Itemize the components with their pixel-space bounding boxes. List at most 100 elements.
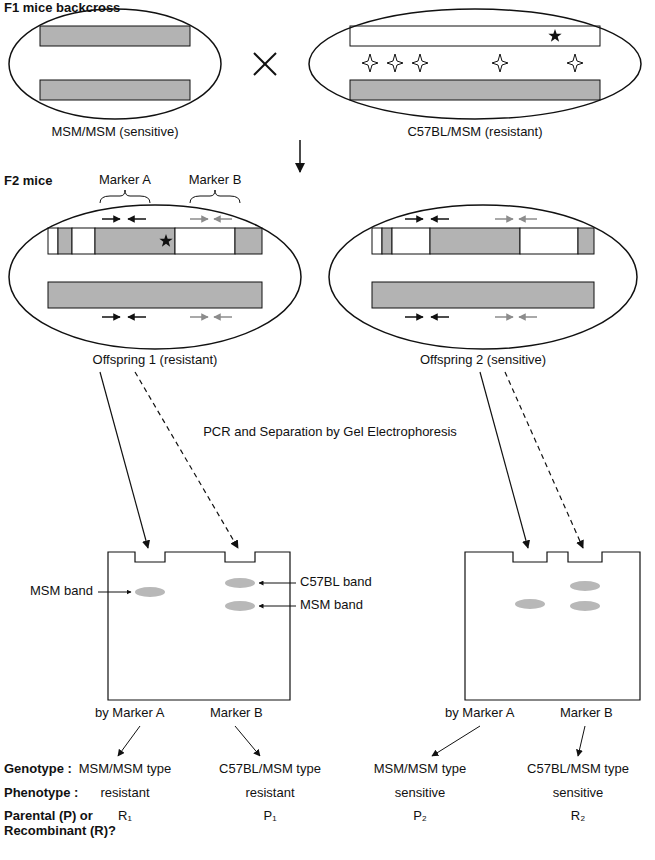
cell-outline xyxy=(328,204,638,350)
primer xyxy=(495,316,513,318)
segment xyxy=(372,228,382,254)
band xyxy=(135,587,165,597)
cross-sign xyxy=(254,53,276,75)
lane-label: Marker B xyxy=(560,706,613,721)
primer xyxy=(214,316,232,318)
cell-ellipse xyxy=(9,205,301,349)
row-heading: Parental (P) or Recombinant (R)? xyxy=(4,809,122,839)
lane-label: by Marker A xyxy=(445,706,514,721)
segment xyxy=(382,228,392,254)
crossover-symbol xyxy=(412,54,428,72)
brace xyxy=(190,190,240,203)
cell-ellipse xyxy=(9,9,221,119)
primer xyxy=(519,316,537,318)
band xyxy=(570,581,600,591)
segment xyxy=(58,228,72,254)
row-heading: Genotype : xyxy=(4,762,72,777)
genotype-cell: C57BL/MSM type xyxy=(527,762,629,777)
band xyxy=(225,601,255,611)
primer xyxy=(214,218,232,220)
band-label: MSM band xyxy=(300,598,363,613)
chromosome xyxy=(372,282,594,308)
primer xyxy=(405,316,423,318)
cell-caption: MSM/MSM (sensitive) xyxy=(51,125,178,140)
band xyxy=(225,578,255,588)
cell-caption: Offspring 2 (sensitive) xyxy=(420,353,546,368)
primer xyxy=(495,218,513,220)
band xyxy=(570,601,600,611)
primer xyxy=(431,218,449,220)
primer xyxy=(102,218,120,220)
chromosome xyxy=(350,26,600,46)
primer xyxy=(102,316,120,318)
segment xyxy=(48,228,58,254)
gel xyxy=(108,552,290,700)
chromosome-cell: MSM/MSM (sensitive) xyxy=(8,8,222,120)
segment xyxy=(578,228,594,254)
cross-sign xyxy=(254,53,276,75)
arrow xyxy=(100,372,148,548)
arrow xyxy=(432,726,480,756)
step-label: PCR and Separation by Gel Electrophoresi… xyxy=(200,425,460,440)
cell-outline xyxy=(8,8,222,120)
chromosome xyxy=(40,26,190,46)
band-label: C57BL band xyxy=(300,575,372,590)
segment xyxy=(235,228,262,254)
arrow xyxy=(299,140,301,172)
cell-ellipse xyxy=(309,9,641,119)
primer xyxy=(128,316,146,318)
crossover-symbol xyxy=(567,54,583,72)
segment xyxy=(520,228,578,254)
arrow xyxy=(118,726,140,756)
marker-label: Marker A xyxy=(99,173,151,188)
section-heading: F2 mice xyxy=(4,174,52,189)
chromosome-cell: Offspring 1 (resistant) xyxy=(8,204,302,350)
leader-arrow xyxy=(259,583,296,584)
leader-arrow xyxy=(98,592,131,593)
leader-arrow xyxy=(259,606,296,607)
primer xyxy=(190,316,208,318)
class-cell: P₁ xyxy=(263,809,276,824)
cell-caption: C57BL/MSM (resistant) xyxy=(407,125,542,140)
cell-ellipse xyxy=(329,205,637,349)
chromosome xyxy=(40,80,190,100)
gel xyxy=(465,552,640,700)
phenotype-cell: resistant xyxy=(245,786,294,801)
band-label: MSM band xyxy=(30,584,93,599)
arrow xyxy=(505,372,583,548)
arrow xyxy=(235,726,260,756)
gene-star xyxy=(159,234,172,247)
row-heading: Phenotype : xyxy=(4,786,78,801)
chromosome-cell: C57BL/MSM (resistant) xyxy=(308,8,642,120)
primer xyxy=(128,218,146,220)
crossover-symbol xyxy=(492,54,508,72)
arrow xyxy=(578,726,585,756)
phenotype-cell: sensitive xyxy=(553,786,604,801)
segment xyxy=(175,228,235,254)
gene-star xyxy=(548,29,561,42)
arrow xyxy=(480,372,528,548)
primer xyxy=(431,316,449,318)
lane-label: Marker B xyxy=(210,706,263,721)
genotype-cell: C57BL/MSM type xyxy=(219,762,321,777)
class-cell: R₁ xyxy=(118,809,132,824)
segment xyxy=(95,228,175,254)
class-cell: R₂ xyxy=(571,809,585,824)
cell-outline xyxy=(8,204,302,350)
section-heading: F1 mice backcross xyxy=(4,1,120,16)
genotype-cell: MSM/MSM type xyxy=(79,762,171,777)
arrow xyxy=(135,372,238,548)
chromosome xyxy=(48,282,262,308)
cell-caption: Offspring 1 (resistant) xyxy=(93,353,218,368)
primer xyxy=(519,218,537,220)
lane-label: by Marker A xyxy=(95,706,164,721)
cell-outline xyxy=(308,8,642,120)
segment xyxy=(392,228,430,254)
crossover-symbol xyxy=(362,54,378,72)
class-cell: P₂ xyxy=(413,809,427,824)
chromosome-cell: Offspring 2 (sensitive) xyxy=(328,204,638,350)
chromosome xyxy=(350,80,600,100)
brace xyxy=(100,190,150,203)
primer xyxy=(405,218,423,220)
segment xyxy=(430,228,520,254)
